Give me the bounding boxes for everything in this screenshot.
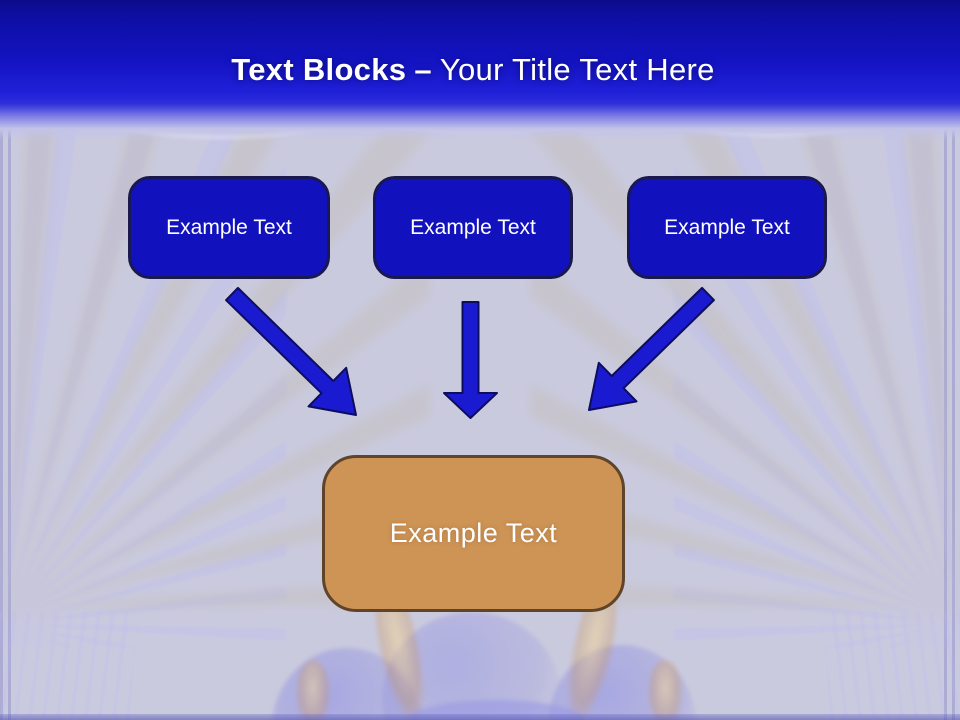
node-label: Example Text (664, 215, 790, 239)
slide-title-rest: Your Title Text Here (439, 52, 715, 87)
title-bar: Text Blocks–Your Title Text Here (0, 0, 960, 140)
background-curtain-tieback-right (821, 612, 960, 720)
diagram-top-node-1[interactable]: Example Text (128, 176, 330, 279)
arrow-down-left-icon (588, 286, 715, 411)
diagram-top-node-3[interactable]: Example Text (627, 176, 827, 279)
background-sphere (548, 645, 696, 720)
result-node-label: Example Text (389, 518, 558, 548)
bottom-edge-bar (0, 714, 960, 720)
background-sphere (272, 648, 422, 720)
background-sphere (382, 612, 562, 720)
arrow-down-icon (443, 301, 498, 419)
background-gold-ornament (648, 660, 682, 720)
diagram-top-node-2[interactable]: Example Text (373, 176, 573, 279)
background-edge-stripes-right (944, 100, 960, 720)
arrow-down-right-icon (225, 286, 357, 416)
diagram-result-node[interactable]: Example Text (322, 455, 625, 612)
slide-title-emphasis: Text Blocks (231, 52, 407, 87)
slide-title[interactable]: Text Blocks–Your Title Text Here (0, 52, 946, 88)
node-label: Example Text (410, 215, 536, 239)
background-gold-ornament (296, 660, 330, 720)
background-edge-stripes-left (0, 100, 16, 720)
background-curtain-tieback-left (0, 612, 139, 720)
node-label: Example Text (166, 215, 292, 239)
background-stage (408, 700, 584, 720)
slide-title-dash: – (414, 52, 432, 87)
